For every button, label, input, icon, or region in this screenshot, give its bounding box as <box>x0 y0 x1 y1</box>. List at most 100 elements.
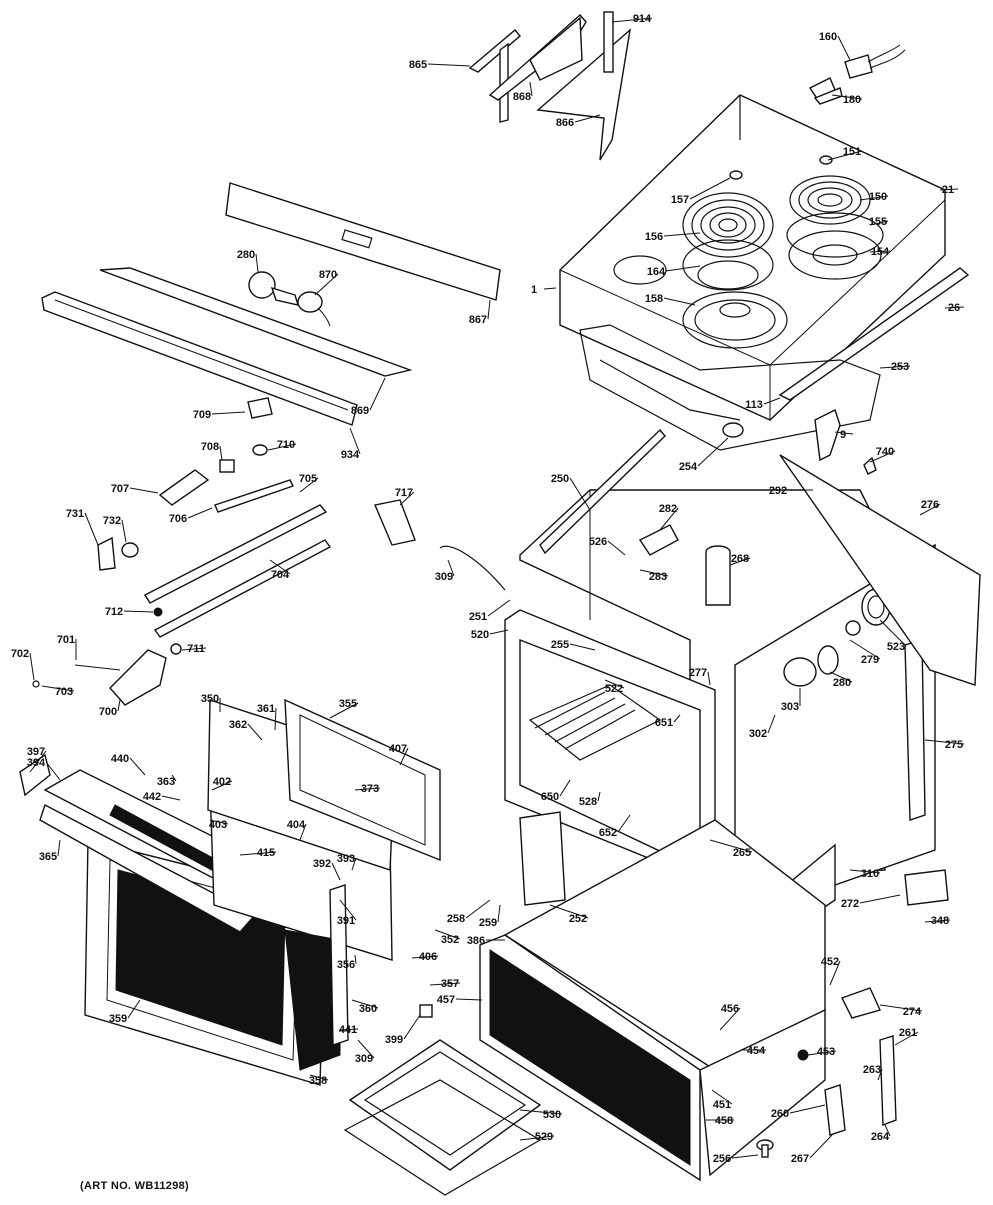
drawer-body-451 <box>503 819 826 1177</box>
leader-line-p156 <box>663 232 701 237</box>
callout-p710: 710 <box>277 439 295 451</box>
callout-p373: 373 <box>361 783 379 795</box>
callout-p934: 934 <box>341 449 360 461</box>
callout-p355: 355 <box>339 698 357 710</box>
callout-p259: 259 <box>479 917 497 929</box>
leader-line-p704 <box>269 559 291 575</box>
leader-line-p310 <box>849 869 881 874</box>
leader-line-p275 <box>924 739 965 745</box>
callout-p456: 456 <box>721 1003 739 1015</box>
callout-p360: 360 <box>359 1003 377 1015</box>
callout-p150: 150 <box>869 191 887 203</box>
leader-line-p934 <box>349 427 361 455</box>
callout-p358: 358 <box>309 1075 327 1087</box>
callout-p708: 708 <box>201 441 219 453</box>
callout-p276: 276 <box>921 499 939 511</box>
leader-line-p732 <box>121 519 127 543</box>
leader-line-p402 <box>211 780 233 791</box>
leader-line-p355 <box>329 702 359 719</box>
callout-p865: 865 <box>409 59 427 71</box>
callout-p164: 164 <box>647 266 666 278</box>
leader-line-p867 <box>487 299 491 320</box>
leader-line-p277 <box>707 671 711 686</box>
leader-line-p452 <box>829 960 841 986</box>
leader-line-p150 <box>859 195 889 201</box>
hinge-360 <box>329 884 349 1046</box>
leader-line-p260 <box>789 1104 826 1114</box>
callout-p399: 399 <box>385 1034 403 1046</box>
callout-p26: 26 <box>948 302 960 314</box>
callout-p283: 283 <box>649 571 667 583</box>
leader-line-p360 <box>351 999 379 1009</box>
callout-p292: 292 <box>769 485 787 497</box>
rail-704 <box>153 539 332 638</box>
leader-line-p406 <box>411 955 439 959</box>
callout-p397: 397 <box>27 746 45 758</box>
leader-line-p868 <box>529 81 533 97</box>
callout-p352: 352 <box>441 934 459 946</box>
leader-line-p712 <box>123 610 154 613</box>
leader-line-p164 <box>665 265 701 272</box>
leader-line-p708 <box>219 445 223 461</box>
callout-p393: 393 <box>337 853 355 865</box>
leader-line-p265 <box>709 839 753 853</box>
art-number: (ART NO. WB11298) <box>80 1180 190 1192</box>
callout-p650: 650 <box>541 791 559 803</box>
leader-line-p700 <box>117 699 121 712</box>
leader-line-p869 <box>369 377 386 411</box>
leader-line-p456 <box>719 1007 741 1031</box>
leader-line-p711 <box>181 647 207 651</box>
ring-702-703 <box>32 680 40 688</box>
leader-line-p870 <box>314 273 339 296</box>
callout-p268: 268 <box>731 553 749 565</box>
leader-line-p358 <box>309 1074 329 1081</box>
callout-p528: 528 <box>579 796 597 808</box>
callout-p356: 356 <box>337 959 355 971</box>
callout-p457: 457 <box>437 994 455 1006</box>
wire-309 <box>439 545 506 591</box>
leader-line-p279 <box>849 639 881 660</box>
callout-p869: 869 <box>351 405 369 417</box>
leader-line-p302 <box>767 714 776 734</box>
leader-line-p529 <box>519 1135 555 1141</box>
leader-line-p530 <box>519 1109 563 1115</box>
leader-line-p523 <box>879 619 907 647</box>
bracket-868 <box>488 14 587 101</box>
leader-line-p151 <box>827 150 863 161</box>
callout-p453: 453 <box>817 1046 835 1058</box>
callout-p392: 392 <box>313 858 331 870</box>
bracket-731 <box>97 536 116 571</box>
broiler-pan-530 <box>348 1039 542 1171</box>
callout-p113: 113 <box>745 399 763 411</box>
part-732 <box>121 542 139 558</box>
callout-p530: 530 <box>543 1109 561 1121</box>
callout-p700: 700 <box>99 706 117 718</box>
callout-p252: 252 <box>569 913 587 925</box>
leader-line-p415 <box>239 851 277 856</box>
rail-705 <box>144 504 328 604</box>
leader-line-p268 <box>729 557 751 566</box>
callout-p711: 711 <box>187 643 205 655</box>
panel-867 <box>225 182 501 301</box>
knob-711 <box>170 643 182 655</box>
cube-399 <box>419 1004 433 1018</box>
callout-p21: 21 <box>942 184 954 196</box>
callout-p415: 415 <box>257 847 275 859</box>
leader-line-p362 <box>247 723 263 741</box>
leader-line-p403 <box>209 819 229 825</box>
leader-line-p731 <box>84 512 99 546</box>
foot-256 <box>756 1139 774 1158</box>
rod-914 <box>603 11 614 73</box>
leader-line-p309a <box>447 559 455 577</box>
callout-p359: 359 <box>109 1013 127 1025</box>
callout-p155: 155 <box>869 216 887 228</box>
callout-p263: 263 <box>863 1064 881 1076</box>
leader-line-p442 <box>161 795 181 801</box>
callout-p280b: 280 <box>833 677 851 689</box>
callout-p1: 1 <box>531 284 537 296</box>
callout-p282: 282 <box>659 503 677 515</box>
bracket-9 <box>814 409 841 462</box>
callout-p258: 258 <box>447 913 465 925</box>
leader-line-p352 <box>434 929 461 940</box>
end-cap-397 <box>19 753 51 797</box>
